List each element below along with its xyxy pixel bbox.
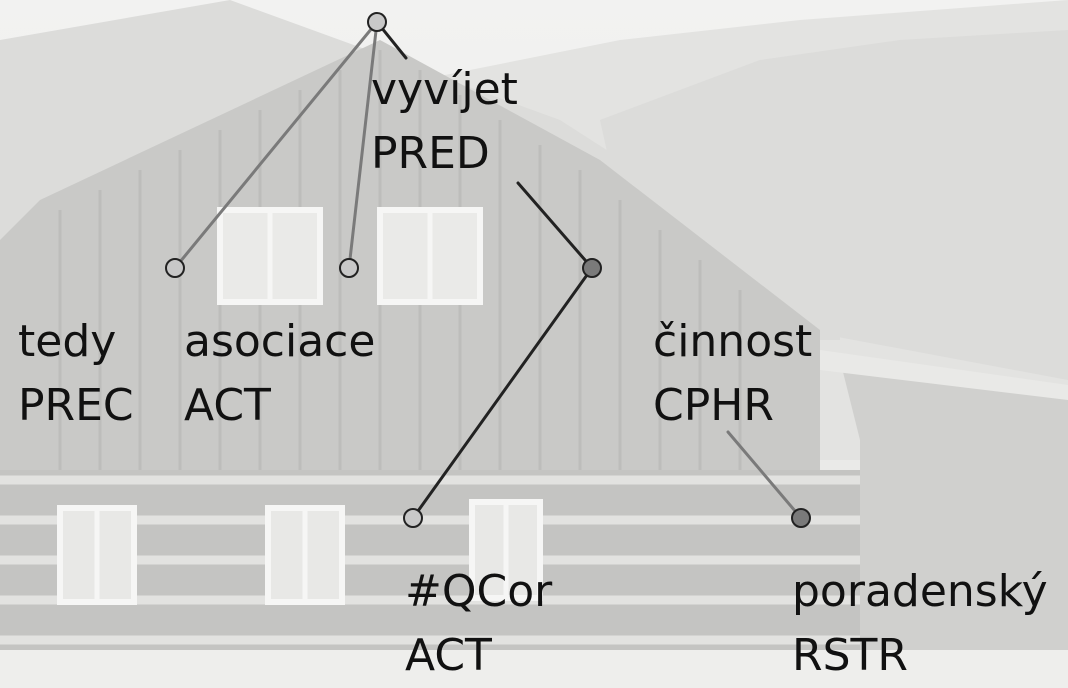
functor-vyvijet: PRED xyxy=(371,128,490,179)
functor-qcor: ACT xyxy=(405,630,492,681)
lemma-qcor: #QCor xyxy=(405,566,553,617)
functor-poradensky: RSTR xyxy=(792,630,908,681)
edge-root-asociace xyxy=(347,20,379,270)
edge-cinnost-qcor xyxy=(411,266,594,520)
node-label-vyvijet: vyvíjet PRED xyxy=(371,58,518,186)
lemma-poradensky: poradenský xyxy=(792,566,1048,617)
node-label-qcor: #QCor ACT xyxy=(405,560,552,688)
functor-cinnost: CPHR xyxy=(653,380,774,431)
lemma-vyvijet: vyvíjet xyxy=(371,64,518,115)
functor-asociace: ACT xyxy=(184,380,271,431)
tree-node-poradensky xyxy=(791,508,811,528)
tree-node-qcor xyxy=(403,508,423,528)
edge-vyvijet-cinnost xyxy=(516,181,594,270)
tree-node-tedy xyxy=(165,258,185,278)
lemma-tedy: tedy xyxy=(18,316,117,367)
node-label-cinnost: činnost CPHR xyxy=(653,310,812,438)
lemma-cinnost: činnost xyxy=(653,316,813,367)
tree-node-cinnost xyxy=(582,258,602,278)
tree-node-root xyxy=(367,12,387,32)
node-label-asociace: asociace ACT xyxy=(184,310,375,438)
edge-root-tedy xyxy=(173,20,379,270)
functor-tedy: PREC xyxy=(18,380,134,431)
tree-node-asociace xyxy=(339,258,359,278)
edge-cinnost-poradensky xyxy=(726,430,803,520)
lemma-asociace: asociace xyxy=(184,316,376,367)
node-label-poradensky: poradenský RSTR xyxy=(792,560,1048,688)
node-label-tedy: tedy PREC xyxy=(18,310,134,438)
